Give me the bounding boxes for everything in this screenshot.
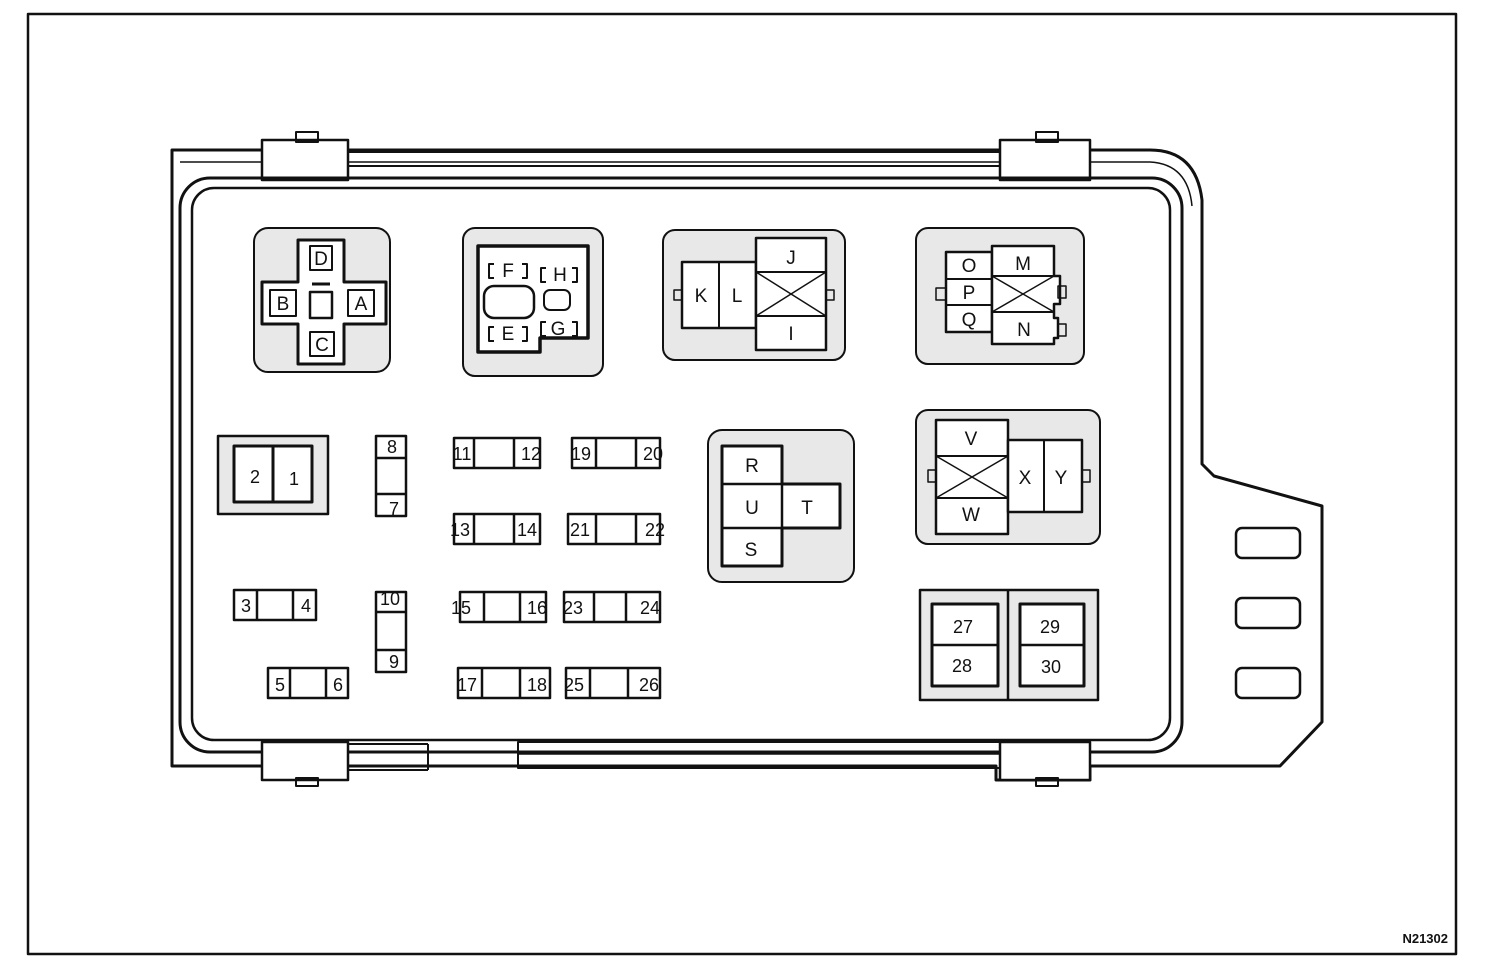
fuse-number-4: 4 <box>301 596 311 616</box>
fuse-number-7: 7 <box>389 499 399 519</box>
outer-frame <box>26 12 1458 956</box>
fuse-number-8: 8 <box>387 437 397 457</box>
fuse-number-18: 18 <box>527 675 547 695</box>
connector-label-g: G <box>551 319 566 340</box>
fuse-block-1-2 <box>216 434 330 516</box>
fuse-number-25: 25 <box>564 675 584 695</box>
relay-label-r: R <box>745 456 759 477</box>
connector-brackets-efgh <box>488 263 578 342</box>
connector-block-efgh <box>462 227 604 377</box>
relay-label-y: Y <box>1055 468 1068 489</box>
top-clips <box>260 131 1092 182</box>
fuse-number-3: 3 <box>241 596 251 616</box>
relay-block-mnopq <box>915 227 1085 365</box>
fuse-number-9: 9 <box>389 652 399 672</box>
fuse-number-11: 11 <box>453 444 472 464</box>
fuse-number-15: 15 <box>451 598 471 618</box>
bracket-slots <box>1234 526 1302 700</box>
relay-label-x: X <box>1019 468 1032 489</box>
cover-inner <box>190 186 1172 742</box>
connector-label-e: E <box>502 324 515 345</box>
relay-label-i: I <box>788 324 793 345</box>
fuse-number-5: 5 <box>275 675 285 695</box>
mini-fuse-vertical-outlines <box>374 434 408 674</box>
fuse-number-1: 1 <box>289 469 299 489</box>
relay-block-ijkl <box>662 229 846 361</box>
fuse-number-22: 22 <box>645 520 665 540</box>
relay-label-m: M <box>1015 254 1031 275</box>
relay-label-q: Q <box>962 310 977 331</box>
relay-label-p: P <box>963 283 976 304</box>
relay-label-v: V <box>965 429 978 450</box>
fuse-number-21: 21 <box>570 520 590 540</box>
fuse-number-29: 29 <box>1040 617 1060 637</box>
cover-outer <box>178 176 1184 754</box>
housing-inner-line <box>180 161 1193 207</box>
fuse-number-6: 6 <box>333 675 343 695</box>
fuse-number-16: 16 <box>527 598 547 618</box>
fuse-number-19: 19 <box>571 444 591 464</box>
fuse-number-24: 24 <box>640 598 660 618</box>
fuse-number-17: 17 <box>457 675 477 695</box>
relay-label-n: N <box>1017 320 1031 341</box>
relay-label-t: T <box>801 498 813 519</box>
fuse-number-27: 27 <box>953 617 973 637</box>
relay-label-u: U <box>745 498 759 519</box>
connector-label-a: A <box>355 294 368 315</box>
fuse-number-13: 13 <box>450 520 470 540</box>
connector-label-h: H <box>553 265 567 286</box>
relay-label-o: O <box>962 256 977 277</box>
connector-block-abcd <box>253 227 391 373</box>
relay-label-j: J <box>786 248 796 269</box>
fuse-number-30: 30 <box>1041 657 1061 677</box>
fuse-number-20: 20 <box>643 444 663 464</box>
connector-label-f: F <box>502 261 514 282</box>
relay-label-k: K <box>695 286 708 307</box>
relay-block-rstu <box>707 429 855 583</box>
bottom-clips <box>260 740 1092 787</box>
relay-label-s: S <box>745 540 758 561</box>
fuse-number-10: 10 <box>380 589 400 609</box>
relay-label-w: W <box>962 505 980 526</box>
connector-label-d: D <box>314 249 328 270</box>
relay-label-l: L <box>732 286 743 307</box>
connector-label-b: B <box>277 294 290 315</box>
fuse-number-23: 23 <box>563 598 583 618</box>
fuse-number-26: 26 <box>639 675 659 695</box>
fuse-block-27-30 <box>918 588 1100 702</box>
fuse-number-14: 14 <box>517 520 537 540</box>
fuse-number-2: 2 <box>250 467 260 487</box>
mini-fuse-outlines <box>232 436 662 700</box>
fuse-number-12: 12 <box>521 444 541 464</box>
connector-label-c: C <box>315 335 329 356</box>
fuse-number-28: 28 <box>952 656 972 676</box>
relay-block-vwxy <box>915 409 1101 545</box>
figure-code: N21302 <box>1402 931 1448 946</box>
